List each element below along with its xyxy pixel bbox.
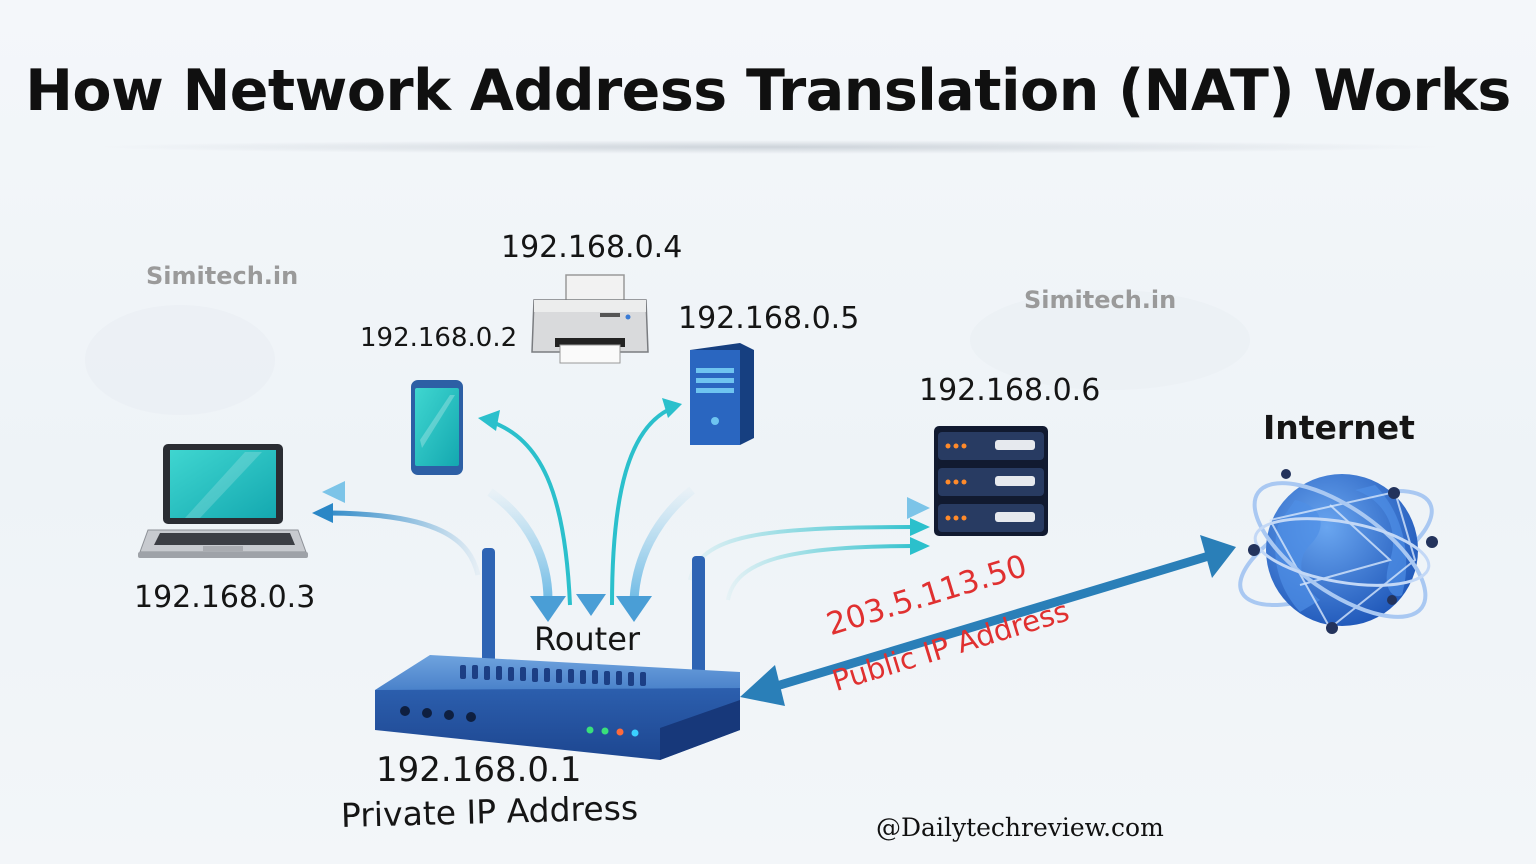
credit-text: @Dailytechreview.com [876, 813, 1164, 842]
title-underline-shadow [90, 140, 1450, 154]
desktop-ip-label: 192.168.0.5 [678, 301, 860, 336]
public-link-arrow [740, 535, 1236, 706]
router-ip-label: 192.168.0.1 [376, 750, 582, 790]
laptop-icon [138, 444, 308, 558]
arrow-to-laptop [312, 481, 481, 576]
arrow-desktop-to-router [616, 486, 695, 622]
laptop-ip-label: 192.168.0.3 [134, 580, 316, 615]
smartphone-icon [411, 380, 463, 475]
private-ip-caption: Private IP Address [340, 788, 639, 835]
internet-label: Internet [1263, 408, 1415, 447]
arrow-to-server [688, 497, 930, 601]
desktop-tower-icon [690, 343, 754, 445]
arrow-to-desktop [610, 398, 682, 606]
globe-icon [1238, 469, 1438, 634]
printer-ip-label: 192.168.0.4 [501, 230, 683, 265]
server-rack-icon [934, 426, 1048, 536]
printer-icon [531, 274, 649, 364]
watermark-left: Simitech.in [146, 262, 299, 290]
phone-ip-label: 192.168.0.2 [360, 323, 518, 353]
page-title: How Network Address Translation (NAT) Wo… [25, 58, 1511, 124]
watermark-right: Simitech.in [1024, 286, 1177, 314]
arrow-printer-to-router [576, 405, 606, 616]
arrow-to-phone [478, 410, 572, 606]
router-label: Router [534, 620, 641, 658]
router-icon [375, 548, 740, 760]
arrow-phone-to-router [487, 488, 566, 622]
server-ip-label: 192.168.0.6 [919, 373, 1101, 408]
